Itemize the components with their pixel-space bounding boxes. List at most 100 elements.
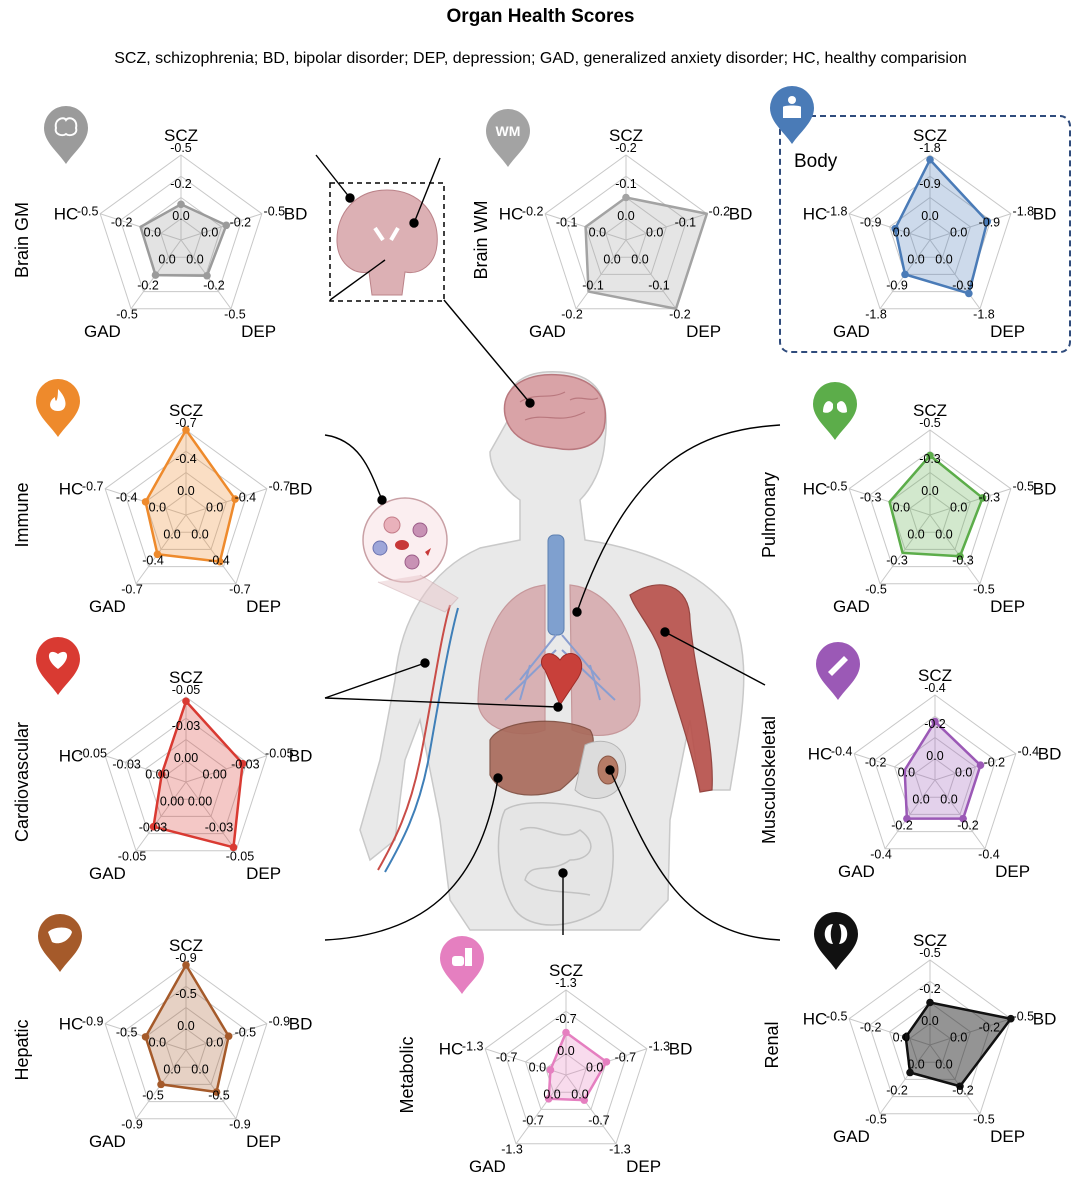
lungs-icon [813,382,857,440]
data-point-dep [965,289,973,298]
tick-label: -0.4 [116,491,138,505]
person-icon-head [788,96,796,104]
tick-label: -0.05 [118,849,147,863]
grid-spoke [849,213,931,241]
data-polygon [139,203,228,278]
radar-chart-brain-gm: 0.00.00.00.00.0-0.2-0.2-0.2-0.2-0.2-0.5-… [12,106,307,341]
wm-icon-label: WM [496,123,521,139]
tick-label: -1.3 [501,1142,523,1156]
data-point-dep [580,1096,589,1104]
tick-label: -0.5 [919,416,941,430]
tick-label: 0.0 [950,501,967,515]
data-point-scz [926,155,934,164]
connector-lines [315,154,781,941]
grid-ring [124,717,248,835]
axis-label-scz: SCZ [609,126,643,145]
grid-spoke [565,1074,617,1145]
axis-label-hc: HC [803,480,828,499]
axis-label-dep: DEP [246,1132,281,1151]
axis-label-bd: BD [289,1015,313,1034]
tick-label: -0.9 [979,216,1001,230]
tick-label: -0.5 [865,582,887,596]
tick-label: 0.0 [191,527,208,541]
data-polygon [547,1031,608,1102]
radar-chart-renal: 0.00.00.00.00.0-0.2-0.2-0.2-0.2-0.2-0.5-… [762,912,1056,1146]
axis-label-gad: GAD [838,862,875,881]
grid-ring [144,471,228,550]
axis-label-gad: GAD [84,322,121,341]
brain-shape [503,373,606,451]
tick-label: 0.0 [186,252,203,266]
grid-spoke [185,488,267,516]
grid-spoke [849,1018,931,1046]
data-point-gad [901,270,909,279]
axis-label-bd: BD [729,205,753,224]
radar-chart-immune: 0.00.00.00.00.0-0.4-0.4-0.4-0.4-0.4-0.7-… [12,379,312,616]
body-highlight-box [779,115,1071,353]
heart-icon [36,637,80,695]
axis-label-bd: BD [1038,745,1062,764]
tick-label: -0.5 [973,582,995,596]
axis-label-hc: HC [803,205,828,224]
tick-label: -1.3 [555,976,577,990]
axis-label-scz: SCZ [913,401,947,420]
tick-label: -0.5 [77,205,99,219]
tick-label: -0.7 [615,1051,637,1065]
grid-ring [124,450,248,568]
data-point-bd [978,494,987,502]
grid-spoke [854,753,936,781]
bone-icon-glyph [828,656,848,676]
chart-title: Renal [762,1021,782,1068]
radar-chart-cardiovascular: 0.000.000.000.000.00-0.03-0.03-0.03-0.03… [12,637,312,883]
chart-title: Pulmonary [759,472,779,558]
axis-label-dep: DEP [246,864,281,883]
grid-ring [909,1023,951,1063]
grid-ring [853,694,1017,850]
tick-label: -0.4 [831,745,853,759]
grid-spoke [884,779,936,850]
grid-ring [165,493,207,533]
data-point-scz [926,998,934,1007]
data-point-dep [216,557,224,566]
radar-chart-body: 0.00.00.00.00.0-0.9-0.9-0.9-0.9-0.9-1.8-… [770,86,1056,341]
chart-title: Musculoskeletal [759,716,779,844]
axis-label-gad: GAD [469,1157,506,1176]
icon-pin [486,109,530,167]
data-point-gad [151,271,160,279]
tick-label: 0.0 [603,252,620,266]
kidney-icon [814,912,858,970]
liver-icon [38,914,82,972]
tick-label: -0.7 [588,1113,610,1127]
tick-label: 0.0 [149,501,166,515]
tick-label: -1.8 [1013,205,1035,219]
intestines-shape [497,802,614,926]
tick-label: 0.0 [557,1044,574,1058]
tick-label: 0.0 [543,1087,560,1101]
tick-label: -0.3 [919,452,941,466]
grid-ring [848,429,1012,585]
data-polygon [144,963,230,1094]
tick-label: -0.9 [82,1015,104,1029]
tick-label: -0.5 [1013,480,1035,494]
tick-label: -0.5 [208,1088,230,1102]
data-point-hc [141,1033,150,1041]
tick-label: 0.0 [893,226,910,240]
radar-charts: 0.00.00.00.00.0-0.2-0.2-0.2-0.2-0.2-0.5-… [12,86,1061,1176]
tick-label: 0.0 [950,1031,967,1045]
tick-label: -0.1 [615,177,637,191]
tick-label: -0.2 [886,1083,908,1097]
right-lung-shape [569,584,641,736]
data-point-hc [546,1066,555,1074]
grid-ring [165,1028,207,1068]
tick-label: -0.3 [886,553,908,567]
tick-label: -0.2 [952,1083,974,1097]
wm-icon: WM [486,109,530,167]
kidney-icon-glyph [824,924,848,944]
grid-spoke [934,753,1016,781]
food-icon-burger [452,956,464,966]
person-icon-body [783,105,801,118]
grid-ring [504,1010,628,1128]
data-point-scz [931,717,939,726]
data-point-scz [177,200,185,209]
tick-label: -0.2 [709,205,731,219]
